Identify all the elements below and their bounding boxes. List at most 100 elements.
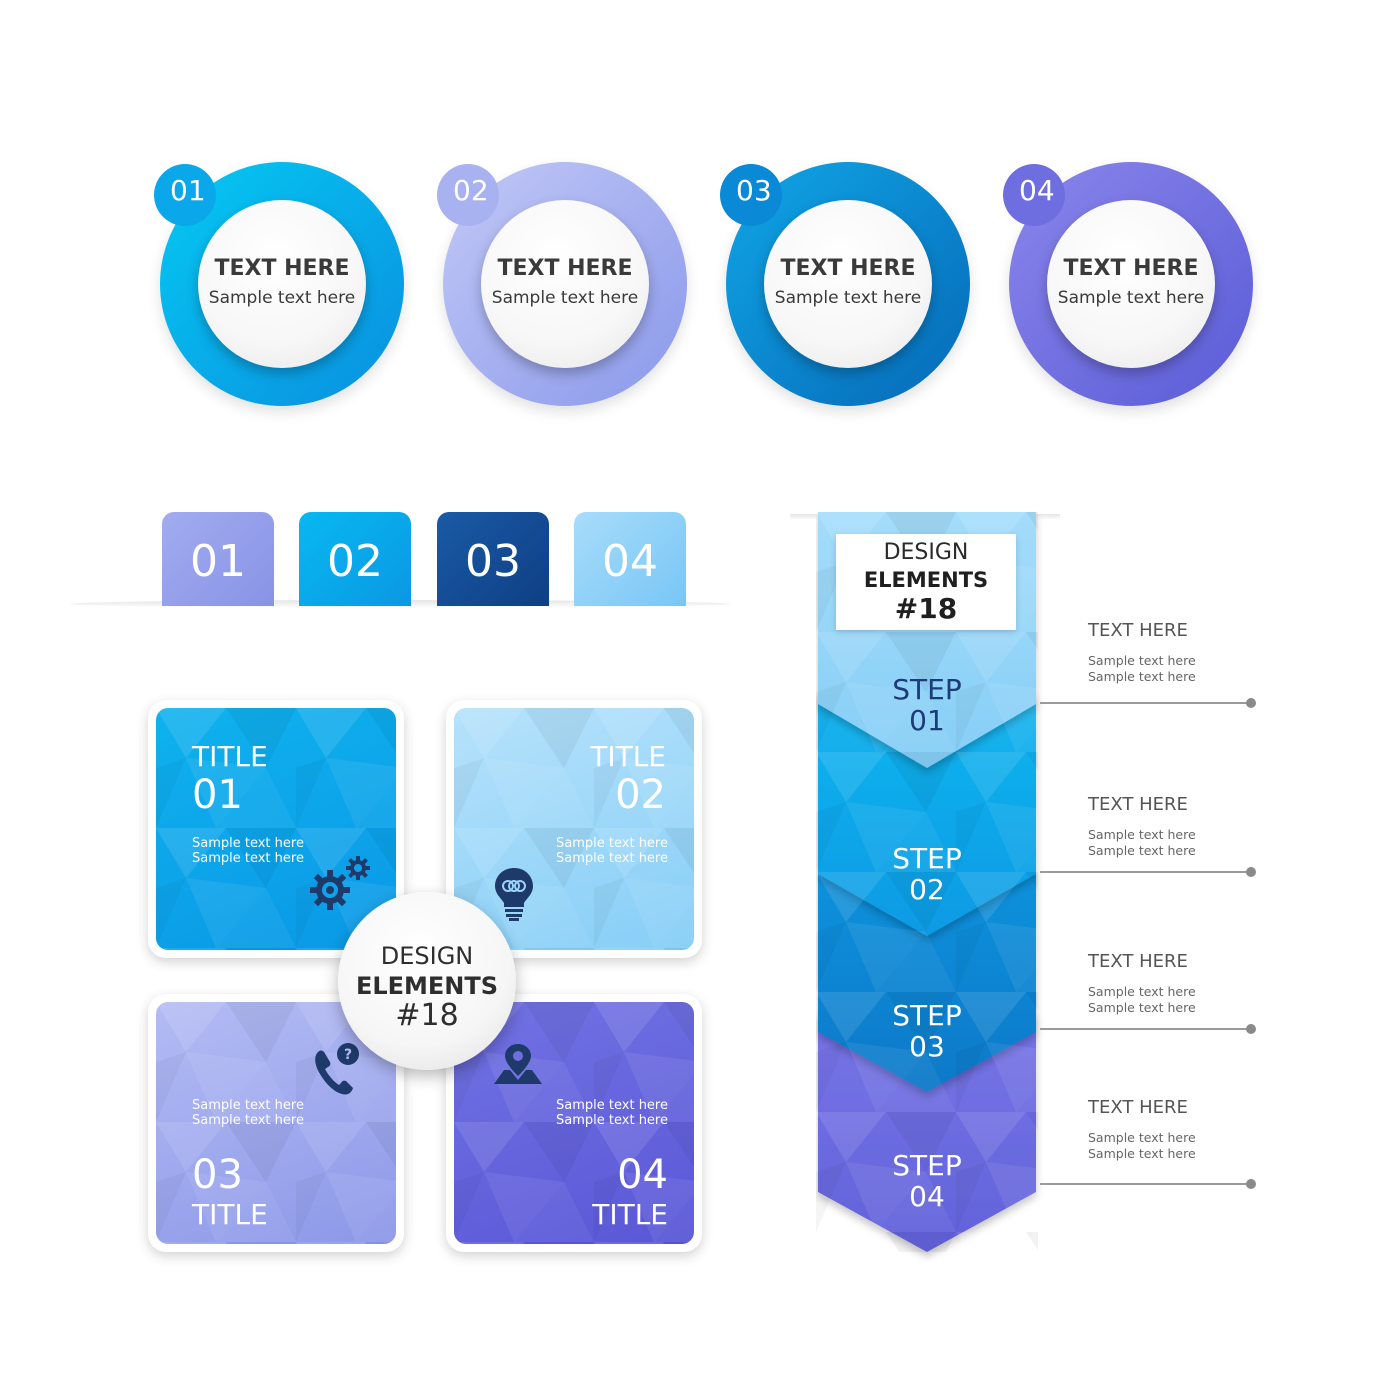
step-number: 01 <box>909 704 945 737</box>
circle-text: Sample text here <box>491 288 639 308</box>
label-line-1: DESIGN <box>883 540 969 565</box>
card-text-line: Sample text here <box>556 836 668 851</box>
circle-title: TEXT HERE <box>497 256 633 281</box>
label-line-3: #18 <box>894 592 958 625</box>
circle-number-tab <box>1003 164 1065 226</box>
info-text-line: Sample text here <box>1088 843 1196 858</box>
info-text-line: Sample text here <box>1088 1146 1196 1161</box>
step-number: 02 <box>909 873 945 906</box>
circle-number-tab <box>154 164 216 226</box>
circle-inner-disc: TEXT HERE Sample text here <box>198 200 366 368</box>
step-3-pointer-line <box>1040 1028 1252 1030</box>
card-title: TITLE <box>192 1198 268 1231</box>
step-2-pointer-line <box>1040 871 1252 873</box>
step-word: STEP <box>892 673 962 706</box>
circle-number: 02 <box>453 174 489 207</box>
badge-line-2: ELEMENTS <box>355 972 499 1000</box>
circle-text: Sample text here <box>1057 288 1205 308</box>
card-text-line: Sample text here <box>192 1098 304 1113</box>
step-2-label: STEP 02 <box>818 843 1036 905</box>
info-text-line: Sample text here <box>1088 1000 1196 1015</box>
info-text-line: Sample text here <box>1088 984 1196 999</box>
card-text-line: Sample text here <box>192 851 304 866</box>
card-face: ? Sample text here Sample text here 03 T… <box>156 1002 396 1244</box>
step-3-pointer-dot <box>1246 1024 1256 1034</box>
circle-title: TEXT HERE <box>780 256 916 281</box>
step-4-pointer-dot <box>1246 1179 1256 1189</box>
circle-badge-3: 03 TEXT HERE Sample text here <box>720 162 970 406</box>
circle-inner-disc: TEXT HERE Sample text here <box>764 200 932 368</box>
location-pin-icon <box>494 1044 542 1084</box>
card-title: TITLE <box>192 740 268 773</box>
step-2-pointer-dot <box>1246 867 1256 877</box>
step-1-label: STEP 01 <box>818 674 1036 736</box>
circle-badge-2: 02 TEXT HERE Sample text here <box>437 162 687 406</box>
card-text-line: Sample text here <box>556 1113 668 1128</box>
number-tab-3: 03 <box>437 512 549 606</box>
label-line-2: ELEMENTS <box>863 568 989 592</box>
info-text-line: Sample text here <box>1088 653 1196 668</box>
card-title: TITLE <box>592 1198 668 1231</box>
circle-badge-4: 04 TEXT HERE Sample text here <box>1003 162 1253 406</box>
info-text-line: Sample text here <box>1088 669 1196 684</box>
card-number: 01 <box>192 772 243 818</box>
step-word: STEP <box>892 999 962 1032</box>
info-heading: TEXT HERE <box>1088 1097 1188 1118</box>
circle-number: 03 <box>736 174 772 207</box>
card-number: 04 <box>617 1152 668 1198</box>
circle-text: Sample text here <box>774 288 922 308</box>
card-text-line: Sample text here <box>192 1113 304 1128</box>
circle-number-tab <box>720 164 782 226</box>
circle-title: TEXT HERE <box>1063 256 1199 281</box>
info-heading: TEXT HERE <box>1088 794 1188 815</box>
circle-text: Sample text here <box>208 288 356 308</box>
steps-design-label: DESIGN ELEMENTS #18 <box>836 534 1016 630</box>
circle-number: 04 <box>1019 174 1055 207</box>
card-2: TITLE 02 Sample text here Sample text he… <box>446 700 702 958</box>
circle-number-tab <box>437 164 499 226</box>
step-number: 03 <box>909 1030 945 1063</box>
info-text-line: Sample text here <box>1088 1130 1196 1145</box>
circle-badge-1: 01 TEXT HERE Sample text here <box>154 162 404 406</box>
step-4-label: STEP 04 <box>818 1150 1036 1212</box>
step-1-pointer-line <box>1040 702 1252 704</box>
card-face: Sample text here Sample text here 04 TIT… <box>454 1002 694 1244</box>
card-title: TITLE <box>590 740 666 773</box>
card-3: ? Sample text here Sample text here 03 T… <box>148 994 404 1252</box>
info-heading: TEXT HERE <box>1088 620 1188 641</box>
card-text-line: Sample text here <box>192 836 304 851</box>
number-tab-4: 04 <box>574 512 686 606</box>
card-face: TITLE 01 Sample text here Sample text he… <box>156 708 396 950</box>
gears-icon <box>310 856 370 910</box>
circle-inner-disc: TEXT HERE Sample text here <box>1047 200 1215 368</box>
circle-inner-disc: TEXT HERE Sample text here <box>481 200 649 368</box>
card-number: 03 <box>192 1152 243 1198</box>
badge-line-1: DESIGN <box>380 942 474 970</box>
lightbulb-icon <box>495 868 533 921</box>
step-word: STEP <box>892 842 962 875</box>
card-1: TITLE 01 Sample text here Sample text he… <box>148 700 404 958</box>
step-1-pointer-dot <box>1246 698 1256 708</box>
info-text-line: Sample text here <box>1088 827 1196 842</box>
circle-title: TEXT HERE <box>214 256 350 281</box>
badge-line-3: #18 <box>395 998 459 1033</box>
circle-number: 01 <box>170 174 206 207</box>
phone-question-icon: ? <box>315 1043 359 1095</box>
info-heading: TEXT HERE <box>1088 951 1188 972</box>
card-text-line: Sample text here <box>556 851 668 866</box>
card-text-line: Sample text here <box>556 1098 668 1113</box>
step-number: 04 <box>909 1180 945 1213</box>
number-tab-1: 01 <box>162 512 274 606</box>
number-tab-2: 02 <box>299 512 411 606</box>
card-number: 02 <box>615 772 666 818</box>
step-word: STEP <box>892 1149 962 1182</box>
step-3-label: STEP 03 <box>818 1000 1036 1062</box>
card-face: TITLE 02 Sample text here Sample text he… <box>454 708 694 950</box>
design-elements-badge: DESIGN ELEMENTS #18 <box>338 892 516 1070</box>
svg-text:?: ? <box>344 1047 352 1063</box>
step-4-pointer-line <box>1040 1183 1252 1185</box>
